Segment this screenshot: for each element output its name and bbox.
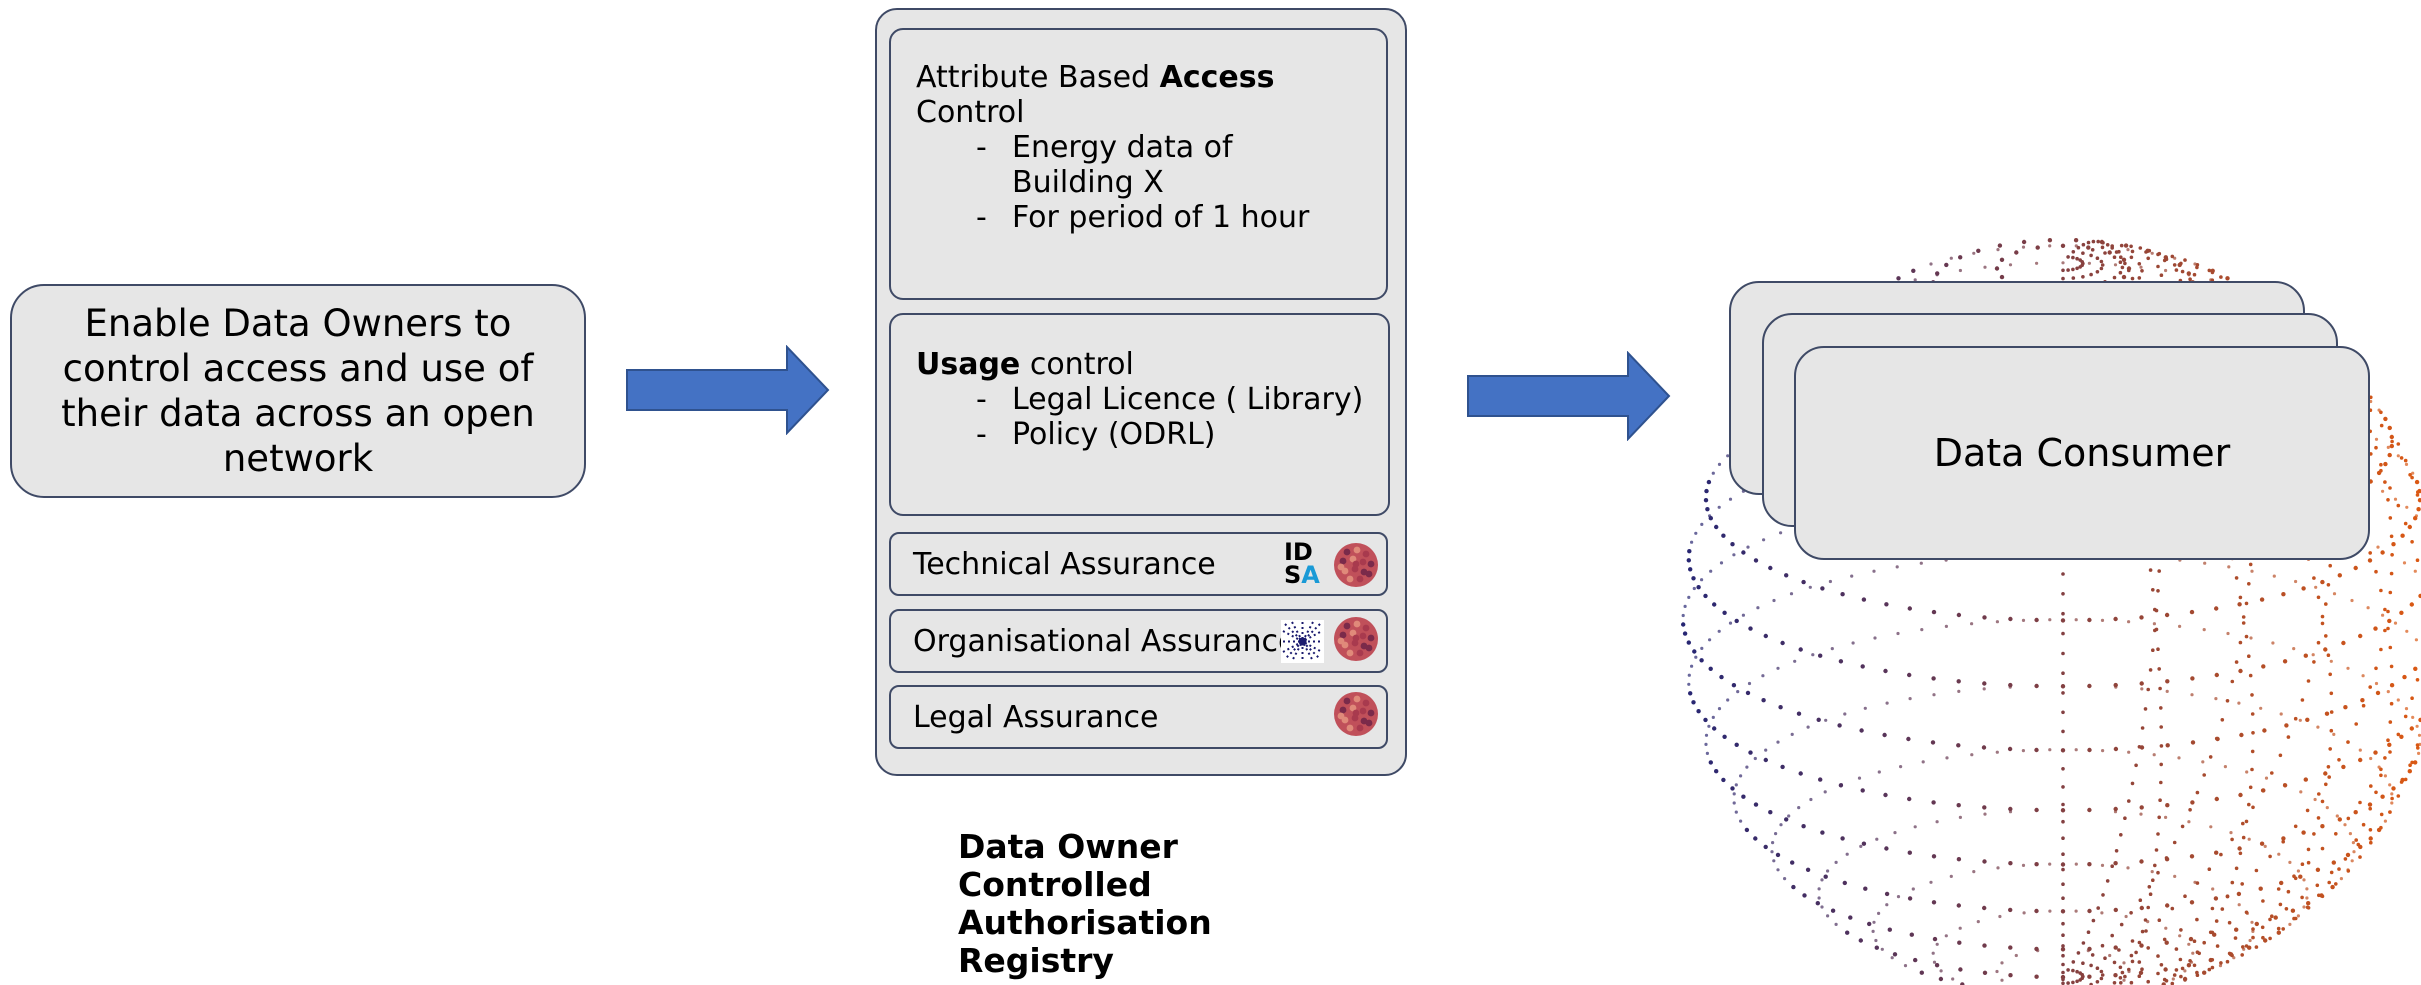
- cluster-globe-icon: [1334, 692, 1378, 736]
- idsa-logo-icon: ID SA: [1284, 538, 1320, 589]
- organisational-assurance-label: Organisational Assurance: [913, 623, 1297, 659]
- cluster-globe-icon: [1334, 543, 1378, 587]
- org-grid-icon: [1281, 620, 1324, 663]
- list-item: - For period of 1 hour: [976, 200, 1310, 235]
- goal-box: Enable Data Owners to control access and…: [10, 284, 586, 498]
- list-item: - Energy data of Building X: [976, 130, 1233, 200]
- technical-assurance-box: Technical Assurance: [889, 532, 1388, 596]
- legal-assurance-label: Legal Assurance: [913, 699, 1159, 735]
- goal-text: Enable Data Owners to control access and…: [61, 302, 535, 480]
- usage-box: Usage control - Legal Licence ( Library)…: [889, 313, 1390, 516]
- usage-title: Usage control: [916, 347, 1134, 382]
- list-item: - Legal Licence ( Library): [976, 382, 1364, 417]
- abac-title: Attribute Based Access: [916, 60, 1275, 95]
- legal-assurance-box: Legal Assurance: [889, 685, 1388, 749]
- list-item: - Policy (ODRL): [976, 417, 1216, 452]
- abac-title-rest: Control: [916, 95, 1025, 130]
- right-arrow-icon: [626, 345, 830, 435]
- cluster-globe-icon: [1334, 617, 1378, 661]
- data-consumer-label: Data Consumer: [1933, 431, 2231, 475]
- registry-caption: Data Owner Controlled Authorisation Regi…: [958, 827, 1212, 980]
- data-consumer-card: Data Consumer: [1794, 346, 2370, 560]
- technical-assurance-label: Technical Assurance: [913, 546, 1216, 582]
- abac-box: Attribute Based Access Control - Energy …: [889, 28, 1388, 300]
- right-arrow-icon: [1467, 351, 1671, 441]
